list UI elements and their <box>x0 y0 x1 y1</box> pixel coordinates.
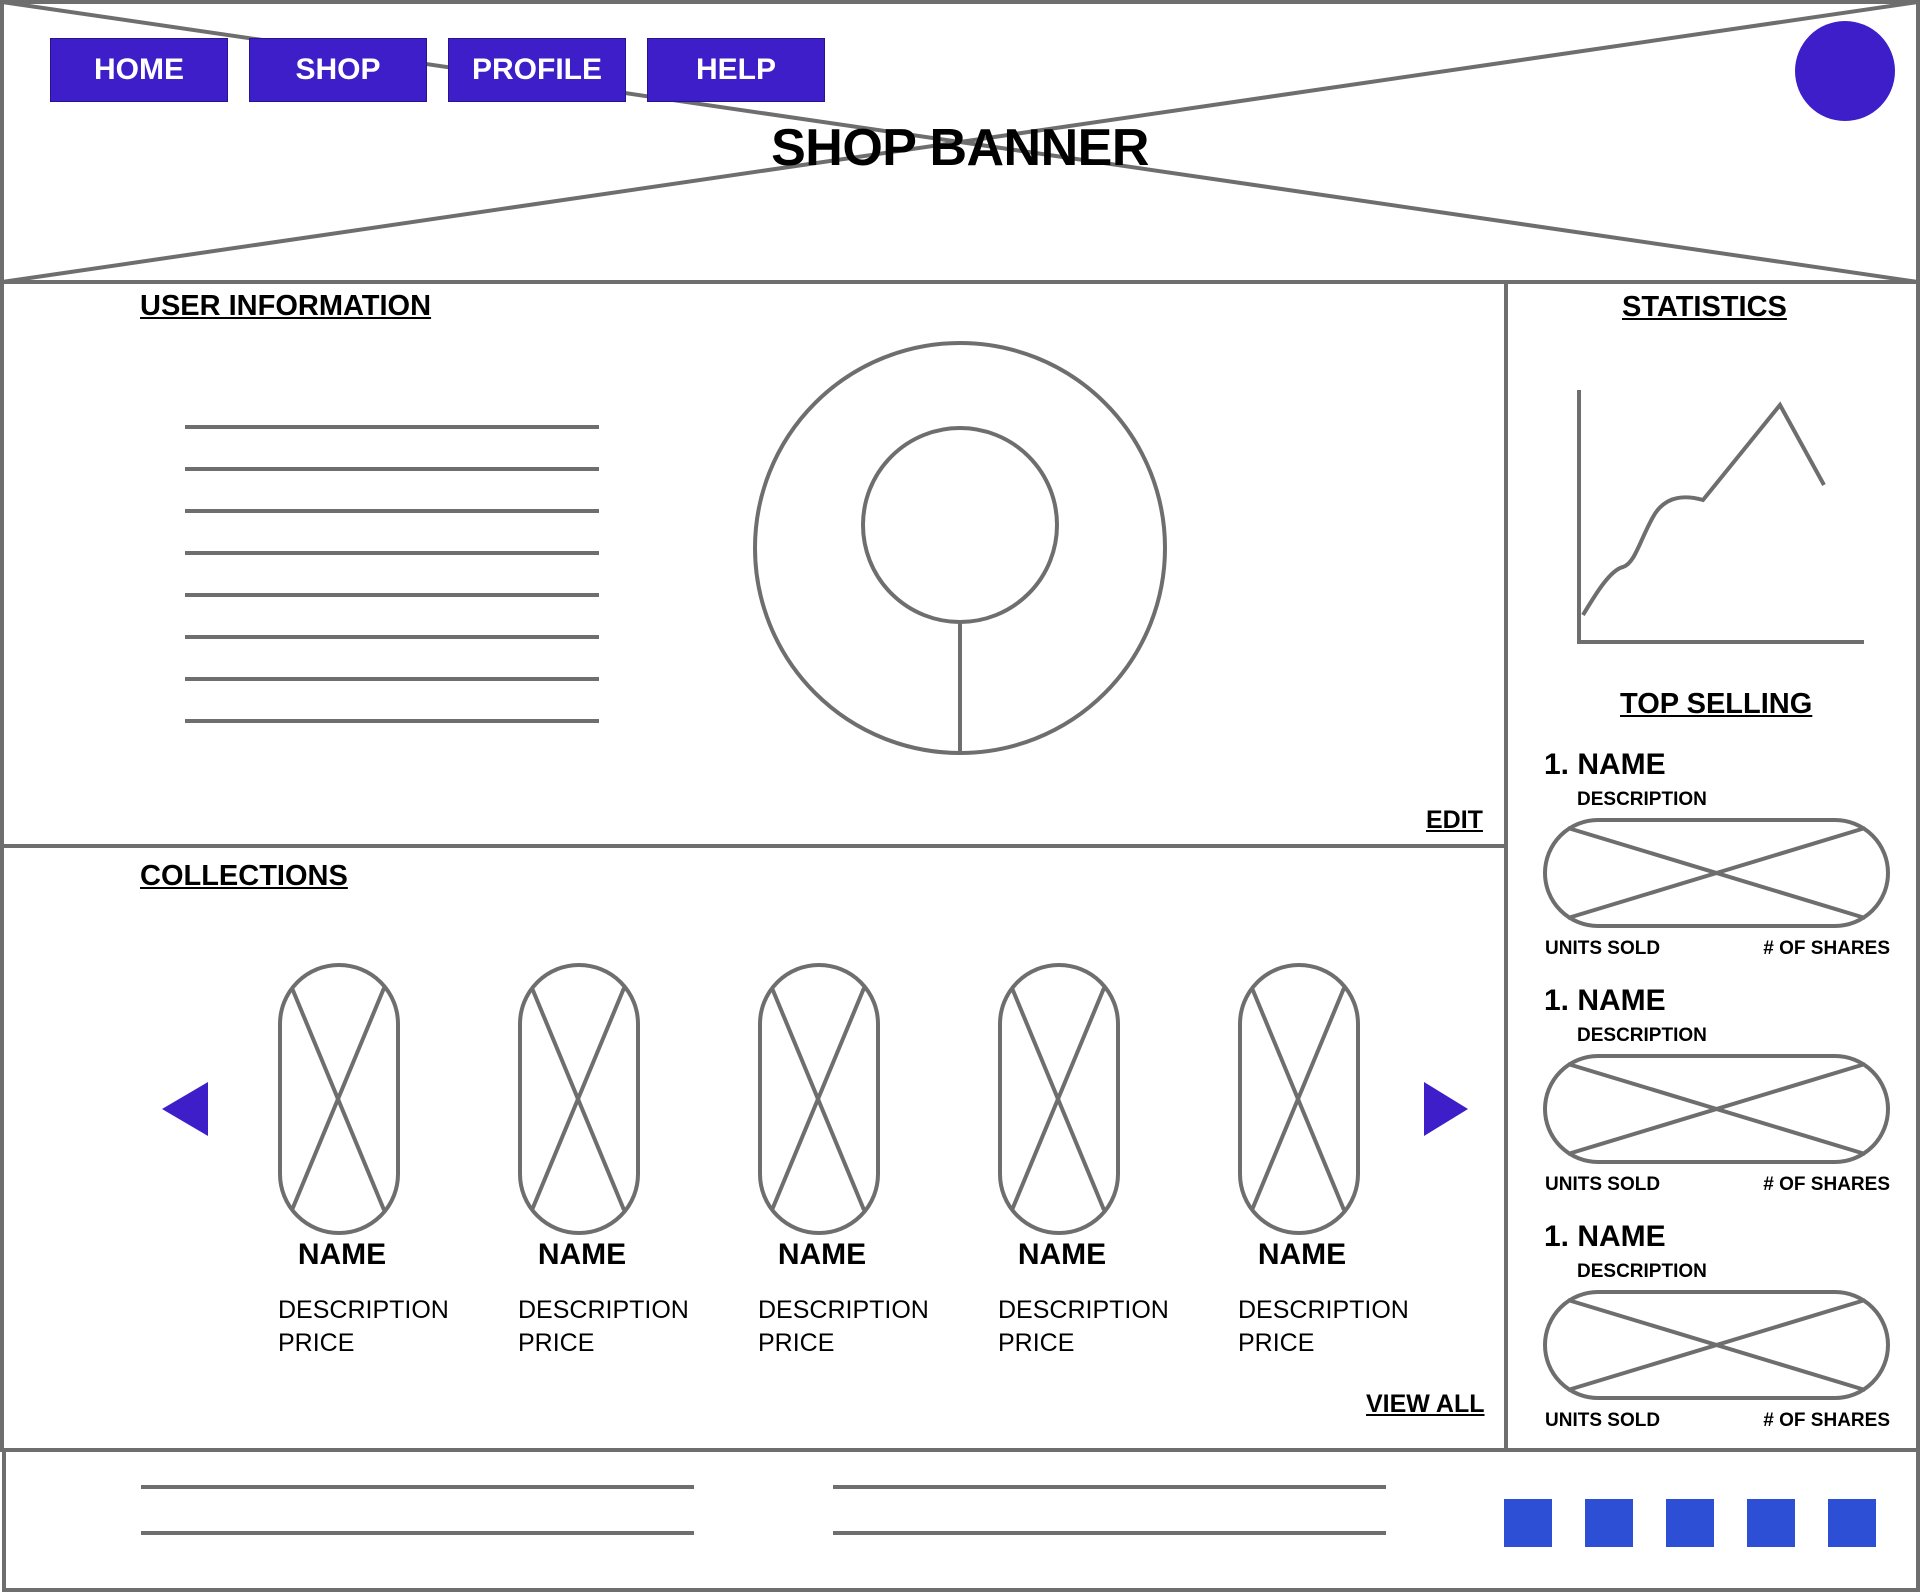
line-chart-icon <box>1577 390 1864 644</box>
footer-text-line <box>141 1531 694 1535</box>
footer-text-line <box>833 1485 1386 1489</box>
footer <box>2 1448 1920 1592</box>
collection-item-price: PRICE <box>518 1329 595 1357</box>
collection-item-price: PRICE <box>1238 1329 1315 1357</box>
top-selling-image-placeholder <box>1543 818 1890 928</box>
collection-item-price: PRICE <box>998 1329 1075 1357</box>
units-sold-label: UNITS SOLD <box>1545 1410 1661 1431</box>
nav-home-button[interactable]: HOME <box>50 38 228 102</box>
footer-text-line <box>833 1531 1386 1535</box>
text-line <box>185 677 599 681</box>
shares-label: # OF SHARES <box>1763 1174 1890 1195</box>
nav-profile-button[interactable]: PROFILE <box>448 38 626 102</box>
triangle-right-icon[interactable] <box>1422 1080 1472 1140</box>
social-icon[interactable] <box>1666 1499 1714 1547</box>
top-selling-name: 1. NAME <box>1544 1220 1666 1253</box>
text-line <box>185 467 599 471</box>
edit-link[interactable]: EDIT <box>1426 806 1483 834</box>
text-line <box>185 551 599 555</box>
collection-item-name: NAME <box>537 1238 627 1271</box>
social-icon[interactable] <box>1747 1499 1795 1547</box>
view-all-link[interactable]: VIEW ALL <box>1366 1390 1485 1418</box>
collection-item-description: DESCRIPTION <box>758 1296 929 1324</box>
top-selling-image-placeholder <box>1543 1054 1890 1164</box>
collection-item-price: PRICE <box>758 1329 835 1357</box>
units-sold-label: UNITS SOLD <box>1545 1174 1661 1195</box>
top-selling-image-placeholder <box>1543 1290 1890 1400</box>
shares-label: # OF SHARES <box>1763 938 1890 959</box>
top-selling-description: DESCRIPTION <box>1577 789 1707 810</box>
product-image-placeholder <box>758 963 880 1235</box>
social-icon[interactable] <box>1504 1499 1552 1547</box>
collection-item-description: DESCRIPTION <box>1238 1296 1409 1324</box>
shares-label: # OF SHARES <box>1763 1410 1890 1431</box>
top-selling-name: 1. NAME <box>1544 984 1666 1017</box>
collection-item-name: NAME <box>777 1238 867 1271</box>
product-image-placeholder <box>518 963 640 1235</box>
product-image-placeholder <box>998 963 1120 1235</box>
top-selling-title: TOP SELLING <box>1620 688 1813 720</box>
collection-item-name: NAME <box>1017 1238 1107 1271</box>
triangle-left-icon[interactable] <box>160 1080 210 1140</box>
user-avatar-icon[interactable] <box>1795 21 1895 121</box>
collection-item-price: PRICE <box>278 1329 355 1357</box>
banner-title: SHOP BANNER <box>771 119 1149 177</box>
product-image-placeholder <box>278 963 400 1235</box>
collections-title: COLLECTIONS <box>140 860 348 892</box>
collection-item-name: NAME <box>1257 1238 1347 1271</box>
collection-item-description: DESCRIPTION <box>998 1296 1169 1324</box>
social-icon[interactable] <box>1585 1499 1633 1547</box>
user-information-title: USER INFORMATION <box>140 290 432 322</box>
text-line <box>185 719 599 723</box>
collection-item-description: DESCRIPTION <box>278 1296 449 1324</box>
text-line <box>185 425 599 429</box>
footer-text-line <box>141 1485 694 1489</box>
text-line <box>185 509 599 513</box>
user-placeholder-icon <box>753 341 1167 755</box>
nav-shop-button[interactable]: SHOP <box>249 38 427 102</box>
top-selling-description: DESCRIPTION <box>1577 1025 1707 1046</box>
units-sold-label: UNITS SOLD <box>1545 938 1661 959</box>
collection-item-name: NAME <box>297 1238 387 1271</box>
product-image-placeholder <box>1238 963 1360 1235</box>
statistics-title: STATISTICS <box>1622 291 1787 323</box>
text-line <box>185 635 599 639</box>
top-selling-name: 1. NAME <box>1544 748 1666 781</box>
text-line <box>185 593 599 597</box>
nav-help-button[interactable]: HELP <box>647 38 825 102</box>
social-icon[interactable] <box>1828 1499 1876 1547</box>
top-selling-description: DESCRIPTION <box>1577 1261 1707 1282</box>
collection-item-description: DESCRIPTION <box>518 1296 689 1324</box>
